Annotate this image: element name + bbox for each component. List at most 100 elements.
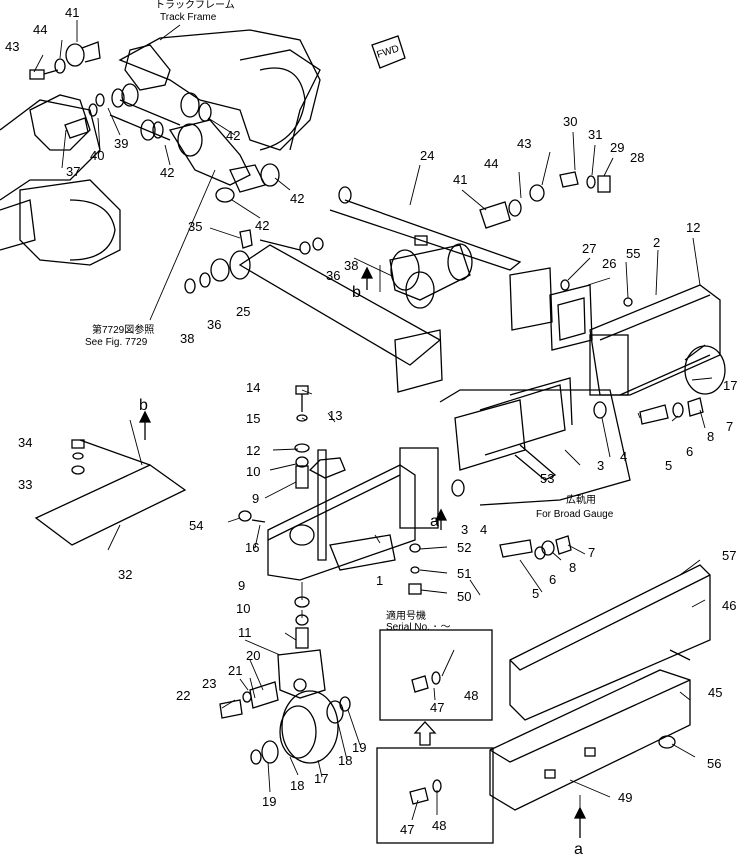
hydraulic-cylinder	[109, 83, 280, 203]
ref-b-mid-arrowhead-icon	[360, 266, 374, 279]
callout-38b: 38	[180, 331, 194, 346]
fwd-label: FWD	[376, 43, 401, 61]
roller-assembly	[219, 596, 351, 765]
callout-5: 5	[665, 458, 672, 473]
washers-25-36-38	[184, 229, 324, 294]
callout-52: 52	[457, 540, 471, 555]
pin-41-bolt-43-group	[29, 41, 105, 139]
callout-12: 12	[246, 443, 260, 458]
callout-3: 3	[597, 458, 604, 473]
equalizer-bar	[229, 171, 611, 393]
callout-17: 17	[314, 771, 328, 786]
callout-35: 35	[188, 219, 202, 234]
callout-56: 56	[707, 756, 721, 771]
callout-30: 30	[563, 114, 577, 129]
callout-36: 36	[326, 268, 340, 283]
callout-47: 47	[430, 700, 444, 715]
callout-41b: 41	[453, 172, 467, 187]
callout-50: 50	[457, 589, 471, 604]
serial-jp-label: 適用号機	[386, 609, 426, 622]
see-fig-en-label: See Fig. 7729	[85, 337, 148, 348]
ref-a-mid: a	[430, 513, 439, 530]
callout-7: 7	[726, 419, 733, 434]
callout-41: 41	[65, 5, 79, 20]
broad-gauge-jp-label: 広軌用	[566, 493, 596, 506]
callout-42d: 42	[255, 218, 269, 233]
callout-9: 9	[252, 491, 259, 506]
ref-a-bottom-arrowhead-icon	[573, 806, 587, 819]
callout-36b: 36	[207, 317, 221, 332]
callout-32: 32	[118, 567, 132, 582]
callout-31: 31	[588, 127, 602, 142]
callout-45: 45	[708, 685, 722, 700]
callout-57: 57	[722, 548, 736, 563]
callout-42c: 42	[290, 191, 304, 206]
callout-5b: 5	[532, 586, 539, 601]
callout-23: 23	[202, 676, 216, 691]
callout-6b: 6	[549, 572, 556, 587]
callout-38: 38	[344, 258, 358, 273]
callout-37: 37	[66, 164, 80, 179]
track-frame-en-label: Track Frame	[160, 12, 217, 23]
callout-17b: 17	[723, 378, 737, 393]
callout-18: 18	[338, 753, 352, 768]
track-frame-jp-label: トラックフレーム	[155, 0, 235, 11]
callout-2: 2	[653, 235, 660, 250]
callout-7b: 7	[588, 545, 595, 560]
extension-beam-right	[549, 279, 726, 425]
callout-53: 53	[540, 471, 554, 486]
callout-39: 39	[114, 136, 128, 151]
callout-47b: 47	[400, 822, 414, 837]
spacer-block	[451, 377, 607, 497]
ref-a-bottom: a	[574, 841, 583, 856]
serial-detail-box	[379, 629, 493, 721]
lower-detail-box	[376, 747, 494, 844]
broad-gauge-en-label: For Broad Gauge	[536, 509, 614, 520]
ref-b-top: b	[139, 397, 148, 414]
callout-25: 25	[236, 304, 250, 319]
track-frame-assembly	[0, 29, 321, 266]
callout-46: 46	[722, 598, 736, 613]
callout-26: 26	[602, 256, 616, 271]
callout-16: 16	[245, 540, 259, 555]
callout-27: 27	[582, 241, 596, 256]
callout-44: 44	[33, 22, 47, 37]
callout-48b: 48	[432, 818, 446, 833]
callout-43b: 43	[517, 136, 531, 151]
callout-14: 14	[246, 380, 260, 395]
callout-3b: 3	[461, 522, 468, 537]
callout-20: 20	[246, 648, 260, 663]
transition-arrow-icon	[413, 721, 437, 746]
callout-40: 40	[90, 148, 104, 163]
callout-13: 13	[328, 408, 342, 423]
callout-10: 10	[246, 464, 260, 479]
callout-48: 48	[464, 688, 478, 703]
callout-19b: 19	[262, 794, 276, 809]
extension-beam-left	[238, 385, 572, 595]
callout-12b: 12	[686, 220, 700, 235]
callout-1: 1	[376, 573, 383, 588]
callout-29: 29	[610, 140, 624, 155]
leader-lines	[33, 20, 713, 838]
callout-21: 21	[228, 663, 242, 678]
broad-gauge-bracket	[439, 389, 631, 506]
callout-15: 15	[246, 411, 260, 426]
ref-b-arrowhead-icon	[138, 410, 152, 423]
callout-24: 24	[420, 148, 434, 163]
callout-33: 33	[18, 477, 32, 492]
callout-55: 55	[626, 246, 640, 261]
callout-43: 43	[5, 39, 19, 54]
ref-b-mid: b	[352, 284, 361, 301]
serial-en-label: Serial No. ･ ～	[386, 622, 450, 633]
callout-28: 28	[630, 150, 644, 165]
callout-42a: 42	[226, 128, 240, 143]
callout-9b: 9	[238, 578, 245, 593]
callout-6: 6	[686, 444, 693, 459]
callout-49: 49	[618, 790, 632, 805]
callout-18b: 18	[290, 778, 304, 793]
callout-10b: 10	[236, 601, 250, 616]
fwd-arrow-icon	[371, 35, 406, 69]
see-fig-jp-label: 第7729図参照	[92, 323, 154, 336]
